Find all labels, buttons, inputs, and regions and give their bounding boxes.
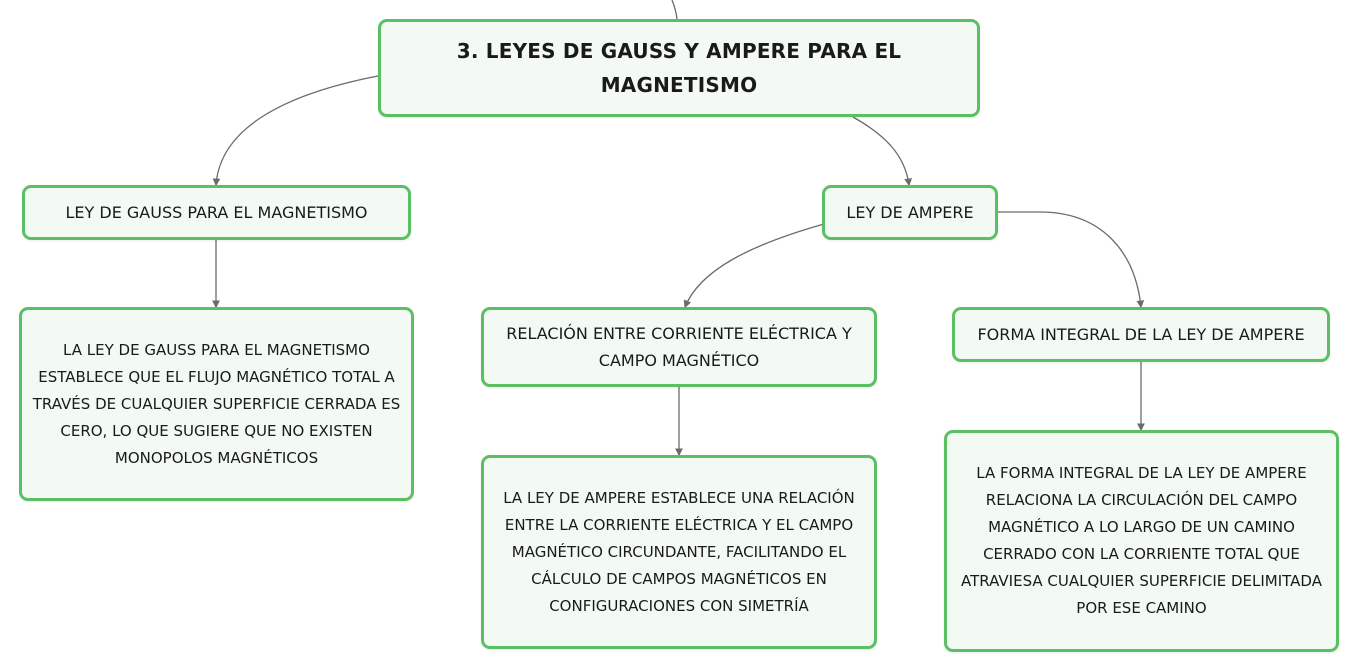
- gauss-law-description-node[interactable]: LA LEY DE GAUSS PARA EL MAGNETISMO ESTAB…: [19, 307, 414, 501]
- integral-form-title: FORMA INTEGRAL DE LA LEY DE AMPERE: [977, 325, 1305, 344]
- current-field-relation-title: RELACIÓN ENTRE CORRIENTE ELÉCTRICA Y CAM…: [506, 324, 852, 370]
- gauss-law-title: LEY DE GAUSS PARA EL MAGNETISMO: [65, 203, 368, 222]
- ampere-law-title: LEY DE AMPERE: [846, 203, 974, 222]
- connector-root-to-gauss: [212, 75, 379, 187]
- root-topic-title: 3. LEYES DE GAUSS Y AMPERE PARA EL MAGNE…: [456, 39, 902, 97]
- root-topic-node[interactable]: 3. LEYES DE GAUSS Y AMPERE PARA EL MAGNE…: [378, 19, 980, 117]
- integral-form-description: LA FORMA INTEGRAL DE LA LEY DE AMPERE RE…: [961, 464, 1322, 617]
- integral-form-description-node[interactable]: LA FORMA INTEGRAL DE LA LEY DE AMPERE RE…: [944, 430, 1339, 652]
- connector-ampere-to-integral: [998, 211, 1145, 309]
- current-field-relation-description: LA LEY DE AMPERE ESTABLECE UNA RELACIÓN …: [503, 488, 855, 615]
- connector-ampere-to-relation: [683, 223, 825, 309]
- connector-parent-to-root: [671, 0, 678, 20]
- current-field-relation-description-node[interactable]: LA LEY DE AMPERE ESTABLECE UNA RELACIÓN …: [481, 455, 877, 649]
- ampere-law-node[interactable]: LEY DE AMPERE: [822, 185, 998, 240]
- connector-root-to-ampere: [852, 116, 913, 187]
- gauss-law-description: LA LEY DE GAUSS PARA EL MAGNETISMO ESTAB…: [32, 340, 401, 467]
- integral-form-node[interactable]: FORMA INTEGRAL DE LA LEY DE AMPERE: [952, 307, 1330, 362]
- current-field-relation-node[interactable]: RELACIÓN ENTRE CORRIENTE ELÉCTRICA Y CAM…: [481, 307, 877, 387]
- gauss-law-node[interactable]: LEY DE GAUSS PARA EL MAGNETISMO: [22, 185, 411, 240]
